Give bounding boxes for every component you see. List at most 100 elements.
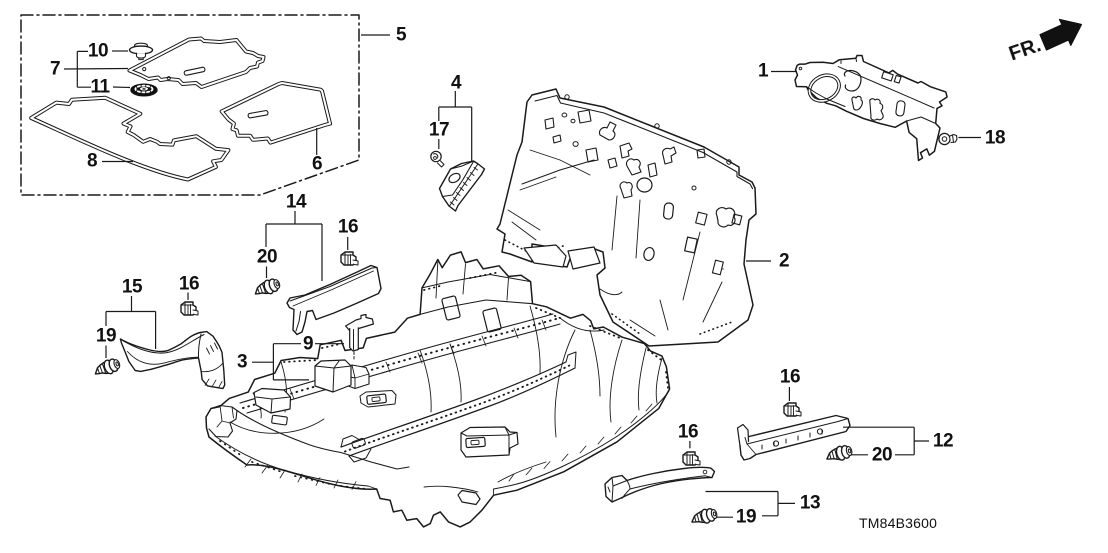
detail-line: [607, 157, 618, 169]
detail-line: [423, 461, 547, 493]
slot-hole: [895, 100, 906, 117]
round-hole: [128, 45, 154, 55]
slot-hole: [893, 74, 902, 84]
detail-line: [438, 91, 473, 161]
round-hole: [142, 88, 146, 90]
detail-line: [236, 409, 410, 470]
side-garnish-center-outline: [286, 264, 382, 336]
detail-line: [611, 195, 641, 259]
detail-line: [552, 134, 562, 144]
dashboard-insulator-tongues: [523, 244, 601, 270]
callout-mat-grommet-lower-11: 11: [90, 76, 110, 98]
round-hole: [643, 246, 655, 262]
footrest-outline: [438, 160, 486, 212]
round-hole: [938, 132, 951, 146]
detail-line: [626, 158, 642, 176]
screw-20b-icon: [823, 442, 855, 465]
callout-side-garnish-center-14: 14: [285, 191, 307, 213]
diagram-code: TM84B3600: [859, 515, 938, 531]
detail-line: [529, 305, 541, 375]
symbol-ref: [688, 505, 720, 528]
detail-line: [521, 159, 595, 185]
detail-line: [63, 67, 129, 70]
insulator-grommet-icon: [938, 132, 958, 146]
slot-hole: [695, 211, 708, 226]
detail-line: [255, 396, 291, 414]
callout-floor-mat-set-box-5: 5: [395, 24, 407, 46]
detail-line: [433, 153, 439, 159]
detail-line: [135, 52, 147, 59]
callout-mat-grommet-upper-10: 10: [87, 40, 109, 62]
detail-line: [507, 209, 541, 241]
detail-line: [746, 443, 757, 455]
callout-dashboard-insulator-2: 2: [778, 250, 790, 272]
round-hole: [134, 84, 154, 94]
detail-line: [843, 426, 929, 456]
callout-floor-mat-hook-9: 9: [302, 333, 314, 355]
detail-line: [535, 307, 665, 363]
detail-line: [806, 86, 846, 107]
round-hole: [772, 440, 780, 447]
round-hole: [816, 428, 824, 435]
detail-line: [629, 299, 669, 337]
slot-hole: [183, 66, 206, 76]
slot-hole: [441, 295, 461, 321]
detail-line: [340, 361, 567, 448]
front-passenger-mat-part: [219, 81, 332, 145]
round-hole: [941, 136, 948, 142]
side-garnish-rear-right-part: [604, 466, 716, 503]
callout-dashboard-outer-insulator-1: 1: [757, 60, 769, 82]
screw-20a-icon: [251, 275, 283, 300]
detail-line: [662, 146, 677, 165]
detail-line: [105, 296, 157, 349]
detail-line: [367, 485, 495, 496]
callout-footrest-screw-17: 17: [428, 119, 450, 141]
detail-line: [636, 177, 653, 193]
clip-16a-icon: [340, 251, 359, 266]
detail-line: [611, 313, 733, 335]
slot-hole: [662, 202, 675, 220]
detail-line: [289, 267, 378, 302]
screw-19a-icon: [91, 355, 123, 380]
screw-19b-icon: [688, 505, 720, 528]
callout-clip-16: 16: [337, 216, 359, 238]
detail-line: [340, 351, 577, 448]
dashboard-outer-insulator-part: [794, 54, 948, 162]
detail-line: [952, 134, 954, 143]
slot-hole: [371, 396, 381, 402]
slot-hole: [731, 213, 743, 226]
detail-line: [570, 118, 576, 124]
detail-line: [359, 390, 397, 408]
side-garnish-rear-right-outline: [604, 466, 716, 503]
detail-line: [906, 116, 937, 124]
detail-line: [206, 342, 218, 355]
detail-line: [607, 486, 611, 493]
leader-lines: [63, 34, 981, 518]
callout-clip-16: 16: [779, 366, 801, 388]
detail-line: [419, 343, 462, 413]
detail-line: [647, 162, 658, 178]
side-sill-garnish-right-part: [736, 414, 851, 461]
detail-line: [843, 69, 862, 92]
detail-line: [655, 357, 663, 404]
detail-line: [200, 363, 223, 373]
detail-line: [295, 311, 301, 332]
callout-rear-mat-8: 8: [86, 150, 98, 172]
callout-screw-grommet-20: 20: [871, 444, 893, 466]
dashboard-insulator-tongues-outline: [523, 244, 567, 268]
detail-line: [441, 160, 475, 198]
detail-line: [508, 403, 653, 482]
callout-clip-16: 16: [677, 421, 699, 443]
detail-line: [138, 57, 144, 61]
detail-line: [214, 435, 369, 487]
detail-line: [619, 142, 633, 159]
detail-line: [112, 86, 131, 89]
fr-direction-arrow: [1039, 18, 1083, 51]
detail-line: [30, 96, 230, 181]
dashboard-insulator-part: [496, 88, 757, 347]
detail-line: [20, 14, 360, 196]
mat-grommet-lower-icon: [130, 83, 158, 97]
callout-footrest-4: 4: [450, 72, 462, 94]
detail-line: [229, 418, 325, 434]
detail-line: [283, 343, 341, 363]
